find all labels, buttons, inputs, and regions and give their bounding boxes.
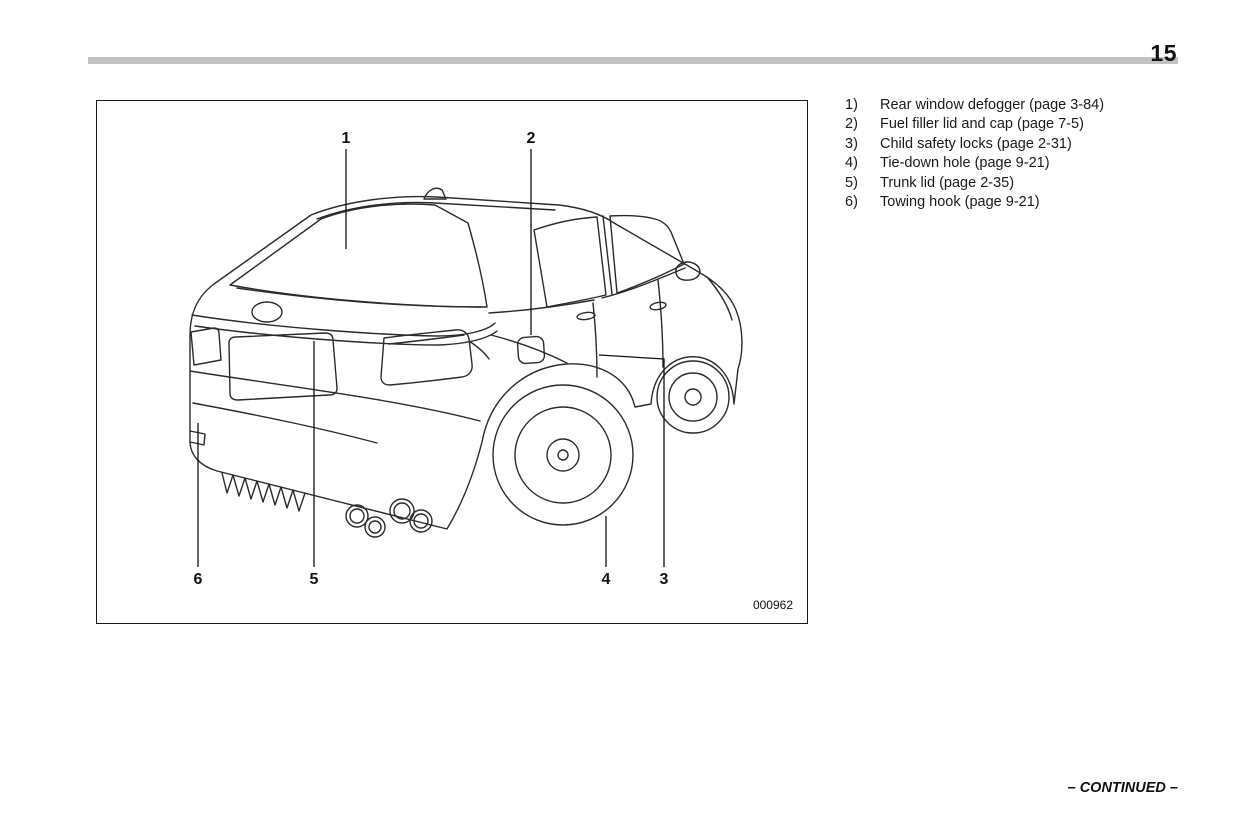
legend-item-number: 6) (845, 194, 858, 211)
legend-item-number: 4) (845, 155, 858, 172)
front-wheel-rim (668, 372, 718, 422)
exhaust-tip (409, 509, 433, 533)
exhaust-tip (345, 504, 369, 528)
car-line-art (189, 187, 743, 538)
callout-label-2: 2 (527, 130, 536, 147)
tail-light-right (380, 329, 473, 386)
beltline-front (601, 267, 686, 299)
exhaust-tip-inner (413, 513, 429, 529)
exhaust-tip-inner (368, 520, 382, 534)
legend-item-text: Rear window defogger (page 3-84) (880, 97, 1105, 113)
legend-item: 4) Tie-down hole (page 9-21) (845, 154, 1217, 173)
legend-item: 6) Towing hook (page 9-21) (845, 193, 1217, 212)
legend-item: 2) Fuel filler lid and cap (page 7-5) (845, 115, 1217, 134)
callout-leaders (197, 149, 665, 567)
legend-item: 1) Rear window defogger (page 3-84) (845, 96, 1217, 115)
legend-item-number: 3) (845, 135, 858, 152)
rear-window-inner-line (236, 287, 482, 308)
front-door-glass (609, 214, 685, 294)
callout-label-3: 3 (660, 571, 669, 588)
continued-marker: – CONTINUED – (1067, 780, 1178, 796)
legend-item-number: 5) (845, 174, 858, 191)
vehicle-rear-diagram: 1 2 3 4 5 6 000962 (189, 130, 793, 612)
rear-door-handle (576, 311, 596, 321)
rear-door-gap (592, 302, 598, 378)
figure-code: 000962 (753, 598, 793, 612)
hood-cut-line (706, 276, 733, 321)
bumper-crease (189, 370, 481, 422)
legend-item-number: 2) (845, 116, 858, 133)
exhaust-tip-inner (349, 508, 365, 524)
exhaust-tip (389, 498, 415, 524)
tail-light-right-wrap (468, 340, 490, 360)
rear-wheel-tire (492, 384, 634, 526)
rear-wheel-hub (546, 438, 580, 472)
leader-3 (598, 354, 665, 567)
front-door-handle (649, 301, 667, 311)
license-plate-recess (228, 332, 338, 401)
rear-door-glass (533, 216, 607, 308)
legend-item-text: Child safety locks (page 2-31) (880, 135, 1072, 152)
callout-label-1: 1 (342, 130, 351, 147)
quarter-crease (490, 334, 568, 364)
rear-wheel-center (557, 449, 569, 461)
legend-item-text: Tie-down hole (page 9-21) (880, 155, 1050, 172)
car-body-outline (189, 195, 743, 530)
front-wheel-tire (656, 360, 730, 434)
callout-label-6: 6 (194, 571, 203, 588)
header-rule (88, 57, 1178, 64)
rear-window (229, 203, 488, 308)
side-mirror (675, 261, 701, 281)
antenna-fin (423, 187, 447, 200)
roof-line (316, 201, 556, 220)
front-wheel-hub (684, 388, 702, 406)
exhaust-tip (364, 516, 386, 538)
beltline-rear (488, 299, 595, 314)
figure-box: 1 2 3 4 5 6 000962 (96, 100, 808, 624)
legend-item-text: Towing hook (page 9-21) (880, 194, 1040, 211)
bumper-lower-crease (192, 402, 378, 444)
diffuser-fins (221, 472, 306, 512)
callout-label-4: 4 (602, 571, 611, 588)
rear-wheel-rim (514, 406, 612, 504)
legend-item: 3) Child safety locks (page 2-31) (845, 135, 1217, 154)
front-door-gap (657, 279, 664, 368)
legend-item-number: 1) (845, 97, 858, 113)
brand-badge (251, 301, 283, 323)
legend-item: 5) Trunk lid (page 2-35) (845, 174, 1217, 193)
exhaust-tip-inner (393, 502, 411, 520)
callout-label-5: 5 (310, 571, 319, 588)
legend-item-text: Fuel filler lid and cap (page 7-5) (880, 116, 1084, 133)
trunk-gap-line (194, 325, 498, 346)
tail-light-right-inner (388, 334, 465, 345)
legend: 1) Rear window defogger (page 3-84) 2) F… (845, 96, 1217, 212)
page-number: 15 (1150, 40, 1177, 66)
fuel-filler-lid (516, 335, 546, 365)
legend-item-text: Trunk lid (page 2-35) (880, 174, 1015, 191)
b-pillar-line (602, 215, 613, 295)
tail-light-left (190, 327, 222, 366)
deck-edge-line (191, 314, 496, 337)
